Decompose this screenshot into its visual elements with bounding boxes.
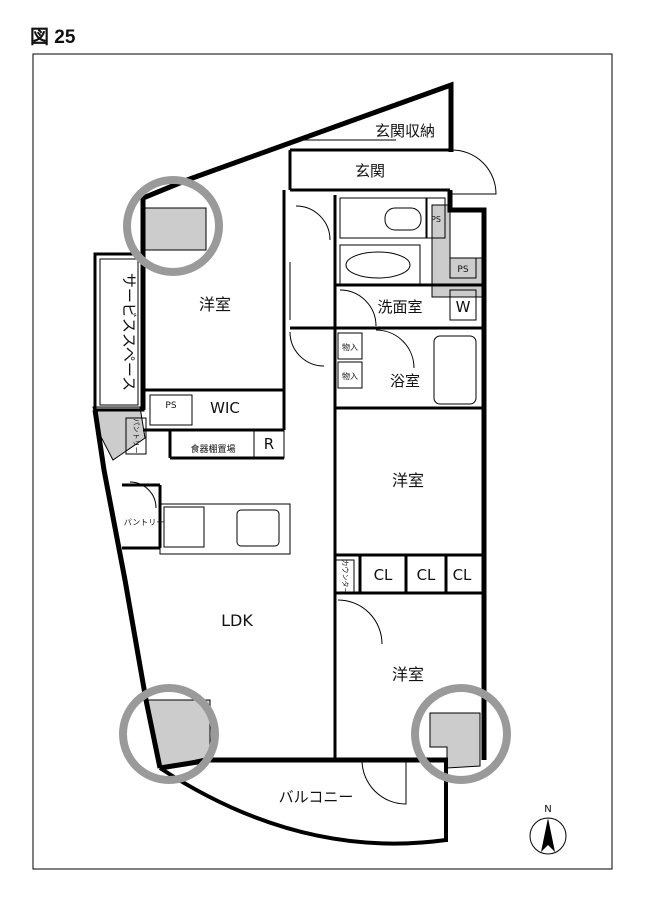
kitchen-counter bbox=[159, 503, 291, 555]
counter-box bbox=[335, 559, 355, 595]
label-wic: WIC bbox=[210, 399, 240, 417]
label-counter: カウンター bbox=[341, 560, 350, 595]
label-shokki: 食器棚置場 bbox=[190, 443, 235, 455]
service-space-inner bbox=[99, 258, 139, 406]
service-space-wall bbox=[93, 252, 145, 412]
pantry-door bbox=[129, 481, 157, 509]
label-senmen: 洗面室 bbox=[377, 298, 422, 316]
yoshitsu3-door bbox=[337, 599, 383, 645]
label-genkan-shuno: 玄関収納 bbox=[375, 122, 435, 140]
north-arrow-icon bbox=[541, 818, 555, 852]
ps-right-box bbox=[449, 257, 477, 279]
toilet-icon bbox=[384, 207, 422, 231]
fixtures bbox=[125, 197, 477, 595]
compass-label: N bbox=[544, 804, 551, 815]
bath-door bbox=[375, 329, 415, 369]
stove-icon bbox=[163, 506, 205, 548]
label-genkan: 玄関 bbox=[355, 162, 385, 180]
label-mono-2: 物入 bbox=[342, 371, 358, 381]
pillar-top-left bbox=[142, 207, 207, 251]
wall-right bbox=[447, 190, 487, 760]
pantry-upper-box bbox=[125, 417, 147, 455]
figure-frame bbox=[32, 53, 613, 870]
label-mono-1: 物入 bbox=[342, 342, 358, 352]
label-w: W bbox=[456, 298, 471, 316]
ps-upper-box bbox=[426, 197, 446, 239]
label-ldk: LDK bbox=[221, 611, 253, 630]
windows bbox=[210, 139, 396, 761]
ps-box bbox=[149, 394, 193, 426]
compass: N bbox=[529, 804, 567, 855]
room-labels: 玄関収納 玄関 PS PS 洗面室 W 洋室 物入 物入 浴室 PS WIC 食… bbox=[120, 122, 472, 806]
doors bbox=[129, 149, 497, 805]
mono2-box bbox=[337, 361, 363, 389]
wall-top-diagonal bbox=[186, 81, 454, 183]
label-ps-right: PS bbox=[457, 265, 468, 275]
corridor-door bbox=[289, 331, 325, 367]
label-ps-upper: PS bbox=[431, 215, 441, 224]
highlight-circle-top-left bbox=[123, 176, 223, 276]
label-pantry-upper: パントリー bbox=[132, 418, 140, 453]
toilet-area bbox=[339, 197, 427, 239]
r-box bbox=[253, 429, 285, 459]
figure-title: 図 25 bbox=[30, 27, 76, 48]
highlight-circle-bottom-left bbox=[119, 684, 219, 784]
label-yoshitsu-2: 洋室 bbox=[392, 471, 424, 490]
toilet-door bbox=[295, 205, 331, 241]
balcony-door bbox=[361, 759, 407, 805]
label-ps-wic: PS bbox=[165, 401, 176, 411]
label-service-space: サービススペース bbox=[120, 273, 138, 391]
w-box bbox=[449, 289, 477, 321]
bathtub-icon bbox=[433, 335, 477, 405]
label-pantry-lower: パントリー bbox=[124, 518, 164, 527]
label-yokushitsu: 浴室 bbox=[390, 372, 420, 390]
balcony-rail bbox=[158, 766, 447, 846]
sink-icon bbox=[345, 251, 411, 279]
label-cl-1: CL bbox=[374, 566, 393, 584]
label-cl-3: CL bbox=[453, 566, 472, 584]
kitchen-sink-icon bbox=[236, 509, 280, 547]
label-balcony: バルコニー bbox=[279, 788, 354, 806]
label-cl-2: CL bbox=[417, 566, 436, 584]
mono1-box bbox=[337, 332, 363, 360]
sink-counter bbox=[339, 244, 421, 286]
senmen-door bbox=[339, 289, 377, 327]
label-yoshitsu-3: 洋室 bbox=[392, 665, 424, 684]
label-r: R bbox=[264, 435, 274, 453]
label-yoshitsu-1: 洋室 bbox=[199, 295, 231, 314]
entrance-door bbox=[451, 149, 497, 195]
wall-left-curve bbox=[92, 409, 163, 769]
highlight-circle-bottom-right bbox=[411, 684, 511, 784]
highlight-circles bbox=[119, 176, 511, 784]
